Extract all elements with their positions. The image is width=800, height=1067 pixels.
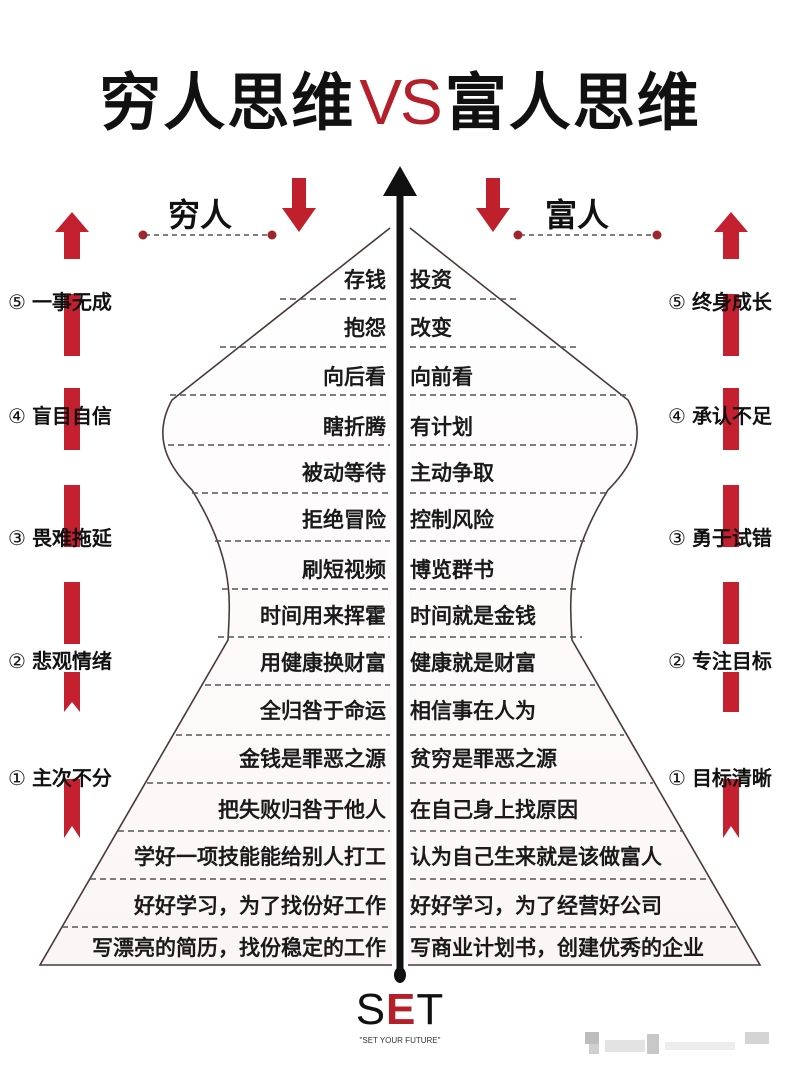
rich-progress-arrow [714, 212, 748, 838]
title-poor: 穷人思维 [99, 66, 356, 139]
rich-row: 控制风险 [410, 508, 494, 532]
poor-row: 拒绝冒险 [302, 508, 386, 532]
poor-row: 时间用来挥霍 [260, 604, 386, 628]
rich-down-arrow-icon [476, 208, 510, 232]
rich-row: 写商业计划书，创建优秀的企业 [410, 936, 704, 960]
rich-row: 向前看 [410, 365, 473, 389]
title-rich: 富人思维 [444, 66, 701, 139]
poor-row: 存钱 [344, 268, 386, 292]
poor-row: 用健康换财富 [260, 651, 386, 675]
poor-row: 好好学习，为了找份好工作 [134, 894, 386, 918]
rich-row: 主动争取 [410, 461, 494, 485]
rich-row: 改变 [410, 316, 452, 340]
rich-row: 有计划 [410, 415, 473, 439]
poor-down-arrow-icon [282, 208, 316, 232]
rich-row: 贫穷是罪恶之源 [410, 747, 557, 771]
rich-row: 好好学习，为了经营好公司 [410, 894, 662, 918]
rich-row: 认为自己生来就是该做富人 [410, 845, 662, 869]
blurred-watermark [585, 1032, 769, 1054]
rich-row: 时间就是金钱 [410, 604, 536, 628]
set-logo: SET [355, 985, 445, 1034]
rich-row: 在自己身上找原因 [410, 798, 578, 822]
poor-row: 金钱是罪恶之源 [239, 747, 386, 771]
page-title: 穷人思维VS富人思维 [0, 52, 800, 142]
rich-row: 相信事在人为 [410, 699, 536, 723]
rich-header: 富人 [545, 196, 610, 234]
title-vs: VS [359, 66, 442, 138]
poor-row: 向后看 [323, 365, 386, 389]
poor-header: 穷人 [168, 196, 233, 234]
poor-progress-arrow [55, 212, 89, 712]
rich-shape-outline [408, 227, 762, 966]
center-axis-end [394, 967, 406, 983]
center-arrow-head-icon [383, 166, 417, 196]
logo-tagline: "SET YOUR FUTURE" [359, 1036, 441, 1045]
poor-row: 写漂亮的简历，找份稳定的工作 [92, 936, 386, 960]
rich-row: 健康就是财富 [410, 651, 536, 675]
poor-row: 瞎折腾 [323, 415, 386, 439]
poor-shape-outline [38, 227, 392, 966]
poor-up-arrow-icon [55, 212, 89, 232]
rich-row: 博览群书 [410, 558, 494, 582]
poor-row: 抱怨 [344, 316, 386, 340]
poor-row: 学好一项技能能给别人打工 [134, 845, 386, 869]
poor-row: 全归咎于命运 [260, 699, 386, 723]
poor-row: 把失败归咎于他人 [218, 798, 386, 822]
row-separators [62, 298, 738, 928]
rich-up-arrow-icon [714, 212, 748, 232]
rich-row: 投资 [410, 268, 452, 292]
poor-row: 被动等待 [302, 461, 386, 485]
poor-row: 刷短视频 [302, 558, 386, 582]
